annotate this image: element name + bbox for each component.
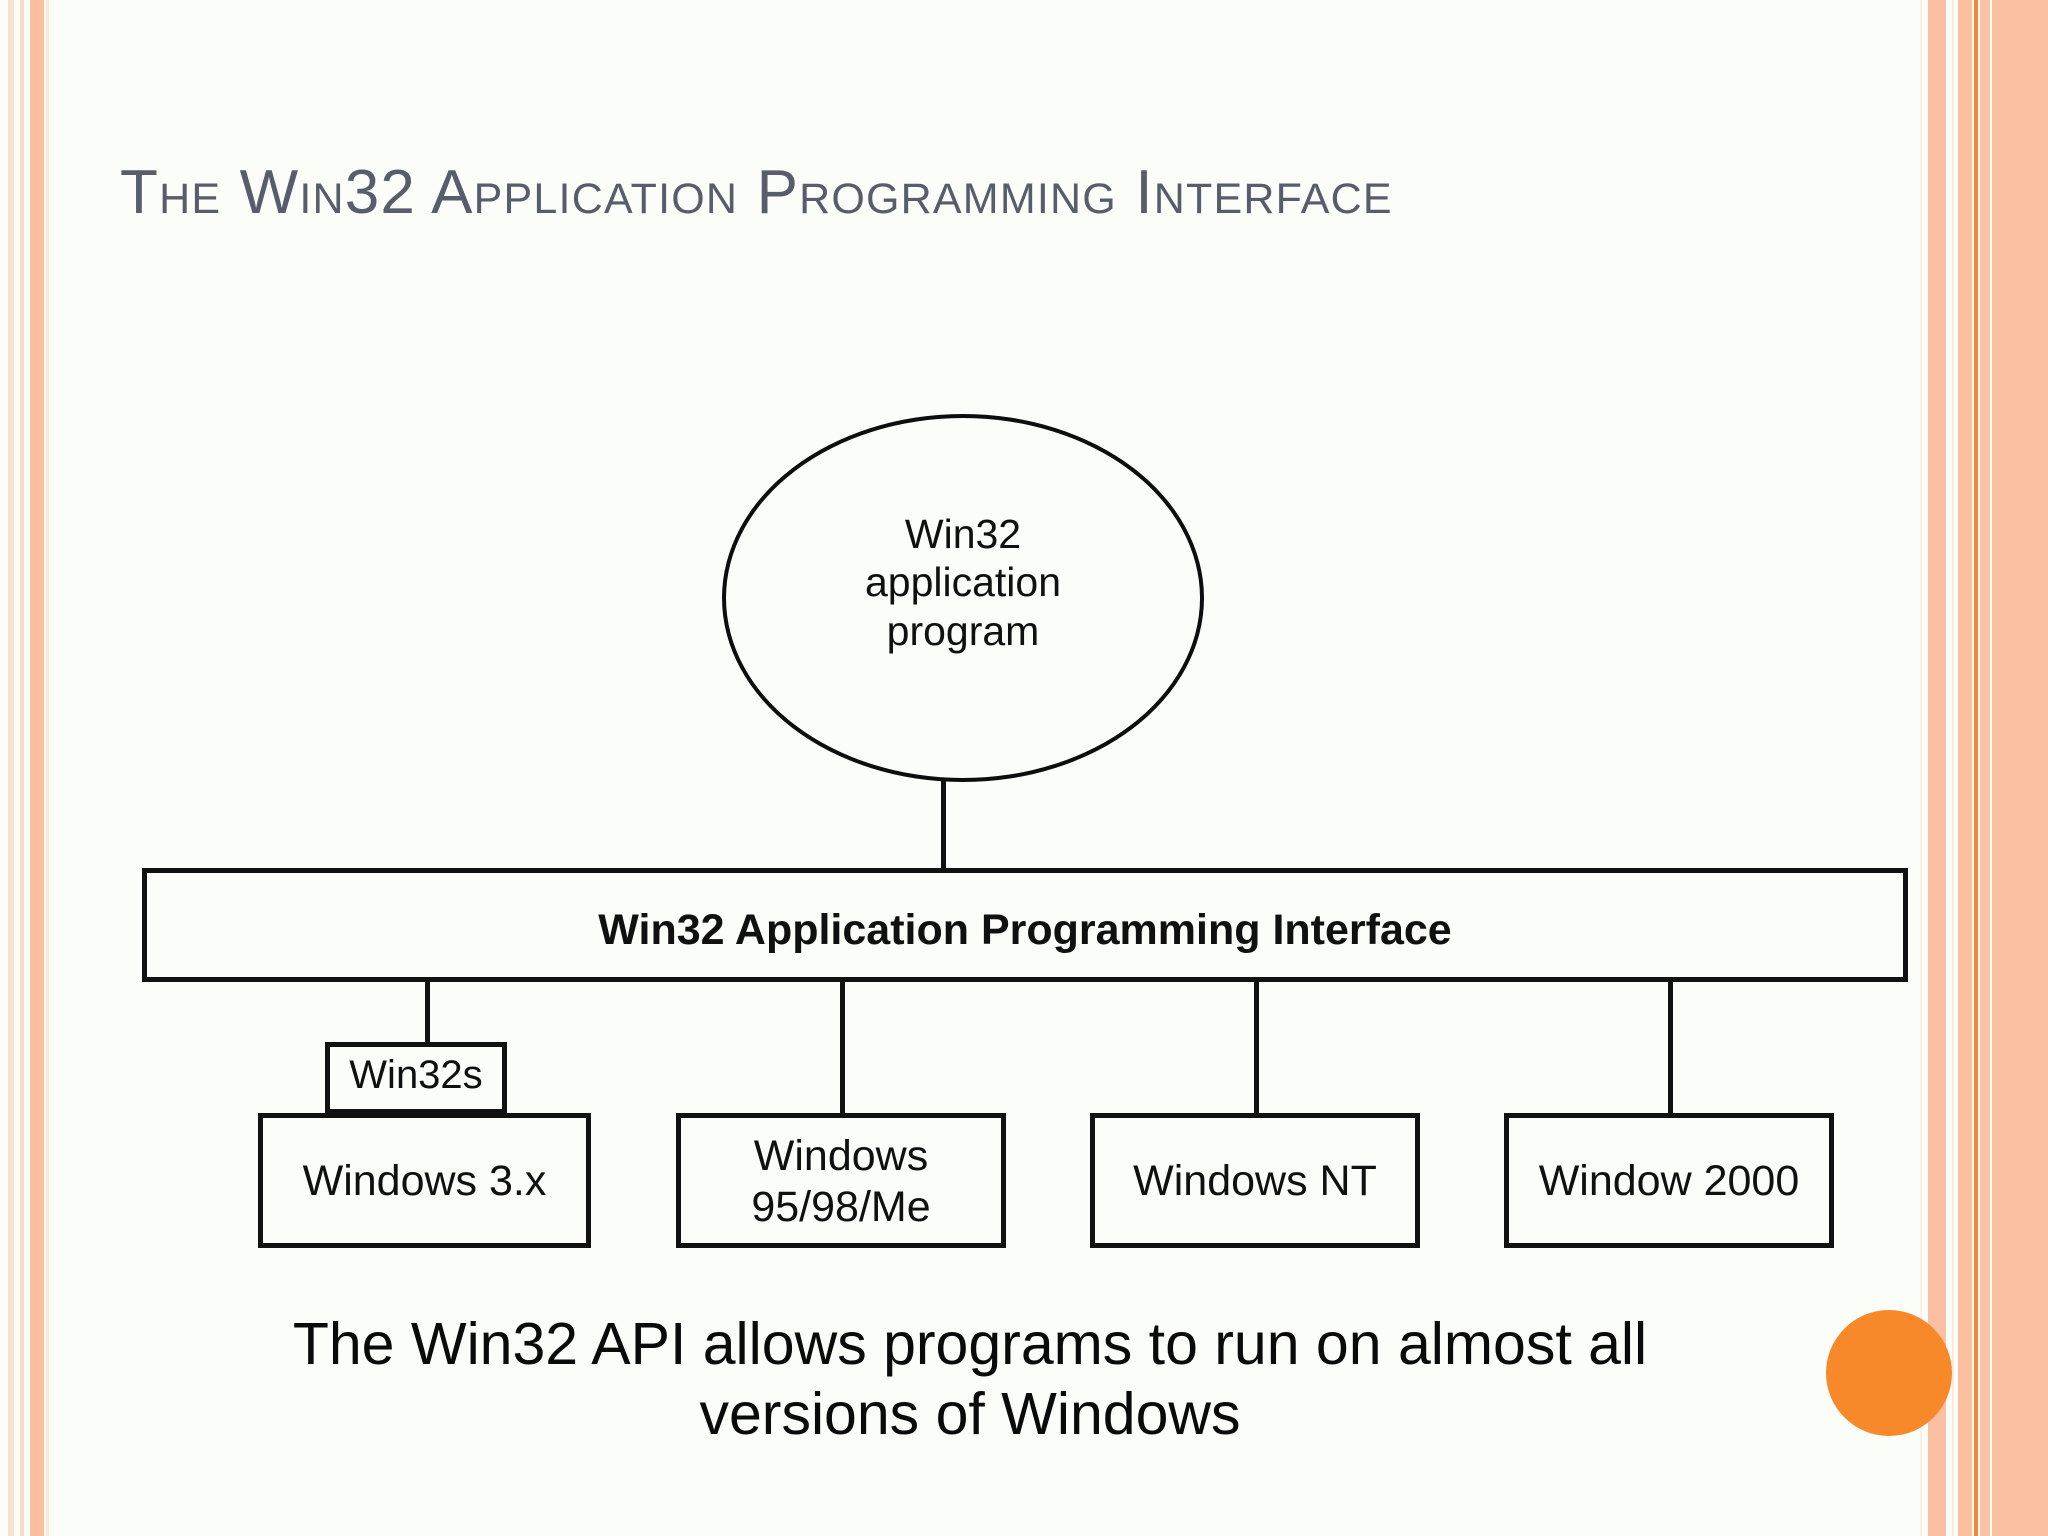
- os-box-windows-3x-label: Windows 3.x: [302, 1157, 547, 1205]
- right-border-stripe-4: [1958, 0, 1972, 1536]
- os-box-window-2000-label: Window 2000: [1538, 1157, 1800, 1205]
- right-border-stripe-2: [1928, 0, 1946, 1536]
- orange-accent-circle: [1826, 1310, 1952, 1436]
- api-connector-2: [840, 980, 845, 1117]
- left-border-stripe-4: [46, 0, 49, 1536]
- slide-caption: The Win32 API allows programs to run on …: [292, 1311, 1648, 1447]
- api-connector-3: [1254, 980, 1259, 1117]
- left-border-stripe-1: [8, 0, 14, 1536]
- api-connector-4: [1668, 980, 1673, 1117]
- win32-api-bar-label: Win32 Application Programming Interface: [598, 906, 1452, 954]
- left-border-stripe-2: [20, 0, 24, 1536]
- os-box-windows-nt-label: Windows NT: [1133, 1157, 1377, 1205]
- os-box-win32s-label: Win32s: [349, 1053, 483, 1097]
- slide-title: The Win32 Application Programming Interf…: [120, 158, 1393, 227]
- ellipse-to-api-connector: [941, 780, 946, 870]
- right-border-stripe-7: [1992, 0, 2048, 1536]
- right-border-stripe-5: [1974, 0, 1978, 1536]
- right-border-stripe-6: [1980, 0, 1990, 1536]
- right-border-stripe-1: [1920, 0, 1922, 1536]
- left-border-stripe-3: [30, 0, 44, 1536]
- right-border-stripe-3: [1952, 0, 1954, 1536]
